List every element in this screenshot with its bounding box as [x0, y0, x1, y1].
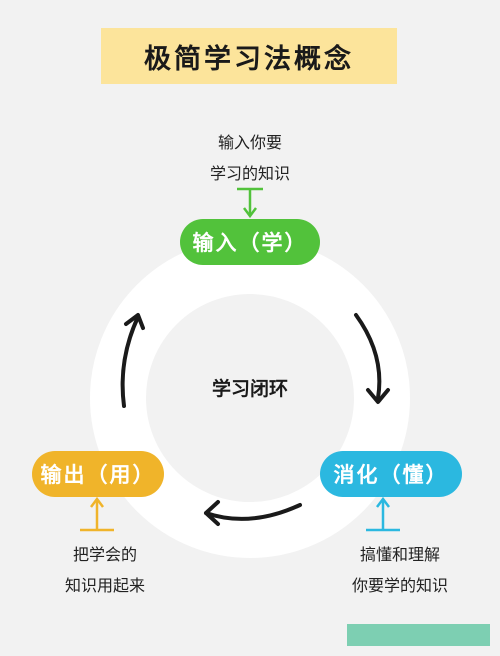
input-note-line-1: 输入你要 — [217, 133, 282, 152]
output-note-line-1: 把学会的 — [72, 545, 137, 564]
digest-connector — [366, 496, 400, 532]
output-note-line-2: 知识用起来 — [64, 576, 145, 595]
stage-digest-label: 消化（懂） — [333, 463, 449, 487]
title-banner: 极简学习法概念 — [101, 28, 397, 84]
cycle-center-label: 学习闭环 — [211, 378, 288, 400]
stage-input-pill: 输入（学） — [180, 219, 320, 265]
stage-input-label: 输入（学） — [192, 231, 308, 255]
arrow-output-to-input — [120, 313, 145, 408]
corner-decoration — [347, 624, 490, 646]
stage-output-label: 输出（用） — [40, 463, 156, 487]
digest-note-line-1: 搞懂和理解 — [359, 545, 440, 564]
stage-output-pill: 输出（用） — [32, 451, 164, 497]
digest-note: 搞懂和理解 你要学的知识 — [310, 539, 490, 601]
output-connector — [80, 496, 114, 532]
digest-note-line-2: 你要学的知识 — [351, 576, 448, 595]
input-note-line-2: 学习的知识 — [209, 164, 290, 183]
arrow-digest-to-output — [204, 500, 302, 526]
stage-digest-pill: 消化（懂） — [320, 451, 462, 497]
input-connector — [237, 187, 263, 219]
output-note: 把学会的 知识用起来 — [10, 539, 200, 601]
arrow-input-to-digest — [354, 313, 390, 404]
input-note: 输入你要 学习的知识 — [150, 127, 350, 189]
page-title: 极简学习法概念 — [144, 43, 354, 75]
